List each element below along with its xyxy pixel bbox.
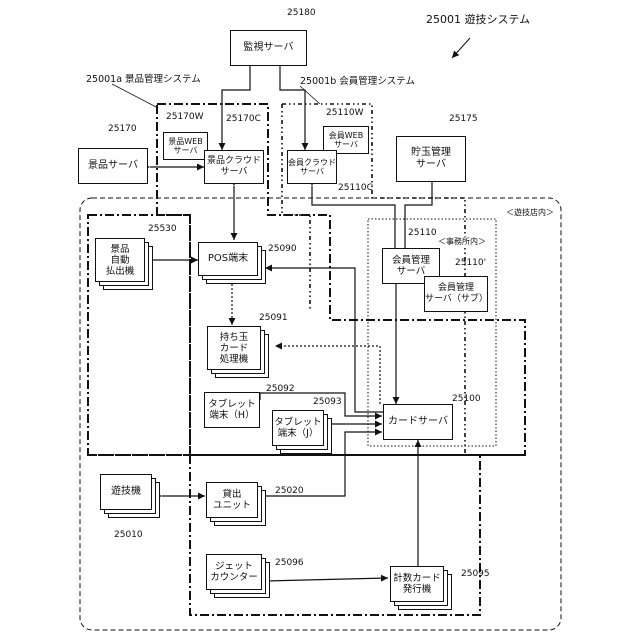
monitor-ref: 25180 [287, 8, 316, 18]
lending-ref: 25020 [275, 486, 304, 496]
system-title: 25001 遊技システム [426, 14, 530, 25]
prize-web-server: 景品WEBサーバ [163, 132, 208, 160]
store-region-label: ＜遊技店内＞ [506, 208, 554, 217]
member-mgmt-ref: 25110 [408, 228, 437, 238]
link-storage-mgmt [405, 182, 432, 248]
office-region-label: ＜事務所内＞ [438, 237, 486, 246]
prize-cloud-ref: 25170C [226, 114, 261, 124]
member-system-label: 25001b 会員管理システム [300, 76, 415, 87]
link-membercloud-mgmt [312, 186, 395, 248]
member-mgmt-sub-server: 会員管理サーバ（サブ） [424, 276, 488, 312]
card-proc-ref: 25091 [259, 313, 288, 323]
member-sub-ref: 25110' [455, 258, 486, 268]
lending-unit: 貸出ユニット [206, 482, 258, 518]
prize-cloud-server: 景品クラウドサーバ [204, 150, 264, 184]
dispenser-ref: 25530 [148, 224, 177, 234]
monitor-server: 監視サーバ [230, 30, 307, 66]
counter-card-ref: 25095 [461, 569, 490, 579]
prize-system-label: 25001a 景品管理システム [86, 74, 201, 85]
member-cloud-ref: 25110C [338, 183, 373, 193]
tablet-terminal-j: タブレット端末（J） [272, 410, 324, 446]
member-web-ref: 25110W [326, 108, 364, 118]
prize-server-ref: 25170 [108, 124, 137, 134]
counter-card-issuer: 計数カード発行機 [390, 566, 444, 602]
storage-ref: 25175 [449, 114, 478, 124]
pos-terminal: POS端末 [198, 242, 258, 276]
card-server: カードサーバ [383, 404, 453, 440]
link-cardserver-cardproc [275, 346, 380, 404]
jet-counter: ジェットカウンター [206, 554, 262, 590]
game-machine: 遊技機 [100, 474, 152, 510]
card-server-ref: 25100 [452, 394, 481, 404]
pos-ref: 25090 [268, 244, 297, 254]
prize-dispenser: 景品自動払出機 [95, 238, 145, 282]
jet-ref: 25096 [275, 558, 304, 568]
prize-server: 景品サーバ [78, 148, 148, 184]
card-processor: 持ち玉カード処理機 [207, 326, 261, 370]
prize-web-ref: 25170W [166, 112, 204, 122]
tablet-h-ref: 25092 [266, 384, 295, 394]
storage-server: 貯玉管理サーバ [396, 136, 466, 182]
tablet-terminal-h: タブレット端末（H） [204, 392, 260, 428]
tablet-j-ref: 25093 [313, 397, 342, 407]
member-cloud-server: 会員クラウドサーバ [287, 150, 337, 184]
system-pointer-arrow [452, 38, 470, 58]
link-monitor-prizecloud [222, 66, 250, 150]
game-machine-ref: 25010 [114, 530, 143, 540]
link-jet-countercard [265, 578, 388, 581]
